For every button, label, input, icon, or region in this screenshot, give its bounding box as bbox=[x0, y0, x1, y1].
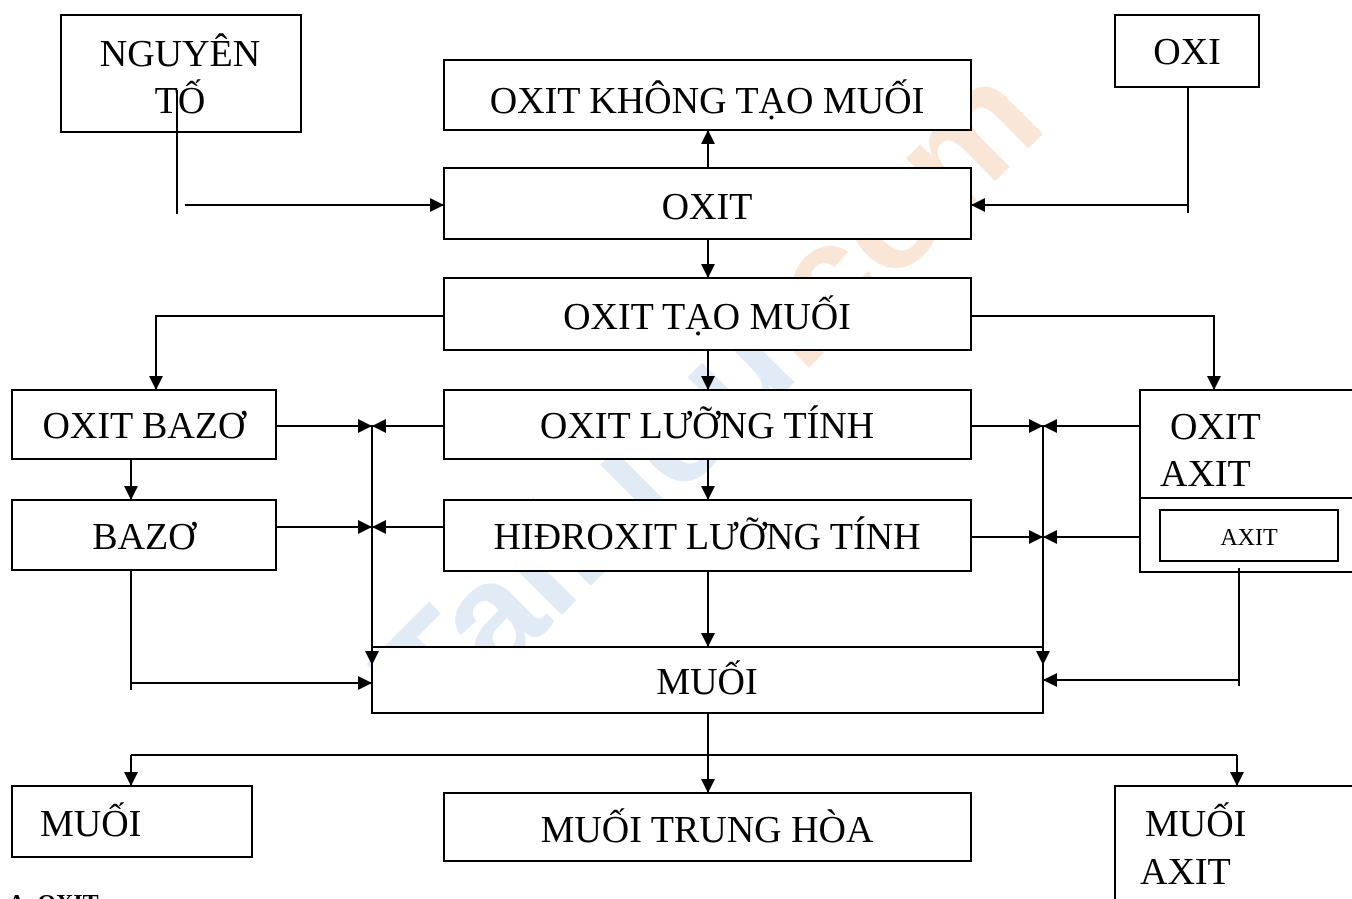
oxit-khong-tao-muoi-label: OXIT KHÔNG TẠO MUỐI bbox=[490, 78, 925, 122]
oxit-luong-tinh-label: OXIT LƯỠNG TÍNH bbox=[540, 405, 874, 447]
oxit-tao-muoi-box bbox=[443, 277, 972, 351]
oxi-box bbox=[1114, 14, 1260, 88]
muoi-left-box bbox=[11, 785, 253, 858]
arrow-tao-muoi-oxit-axit bbox=[971, 315, 1221, 390]
section-heading: A. OXIT bbox=[8, 891, 99, 899]
oxi-label: OXI bbox=[1153, 31, 1221, 73]
muoi-trung-hoa-label: MUỐI TRUNG HÒA bbox=[541, 807, 874, 851]
oxit-luong-tinh-box bbox=[443, 389, 972, 460]
oxit-bazo-box bbox=[11, 389, 277, 460]
muoi-axit-box bbox=[1114, 785, 1352, 899]
arrow-tao-muoi-oxit-bazo bbox=[149, 315, 444, 390]
axit-label: AXIT bbox=[1220, 525, 1278, 551]
bazo-label: BAZƠ bbox=[92, 516, 197, 558]
axit-box bbox=[1159, 509, 1339, 562]
nguyen-to-label-line2: TỐ bbox=[155, 78, 206, 122]
hidroxit-luong-tinh-label: HIĐROXIT LƯỠNG TÍNH bbox=[493, 516, 920, 558]
muoi-axit-label-line1: MUỐI bbox=[1145, 801, 1246, 845]
nguyen-to-box bbox=[60, 14, 302, 133]
hidroxit-luong-tinh-box bbox=[443, 499, 972, 572]
oxit-bazo-label: OXIT BAZƠ bbox=[42, 405, 247, 447]
muoi-left-label: MUỐI bbox=[40, 801, 141, 845]
oxit-axit-label-line1: OXIT bbox=[1170, 406, 1261, 448]
bazo-box bbox=[11, 499, 277, 571]
muoi-center-box bbox=[371, 646, 1044, 714]
muoi-trung-hoa-box bbox=[443, 792, 972, 862]
nguyen-to-label-line1: NGUYÊN bbox=[100, 33, 260, 75]
muoi-center-label: MUỐI bbox=[656, 659, 757, 703]
oxit-label: OXIT bbox=[662, 186, 753, 228]
oxit-tao-muoi-label: OXIT TẠO MUỐI bbox=[563, 294, 851, 338]
oxit-axit-label-line2: AXIT bbox=[1160, 453, 1251, 495]
muoi-axit-label-line2: AXIT bbox=[1140, 851, 1231, 893]
oxit-khong-tao-muoi-box bbox=[443, 59, 972, 131]
